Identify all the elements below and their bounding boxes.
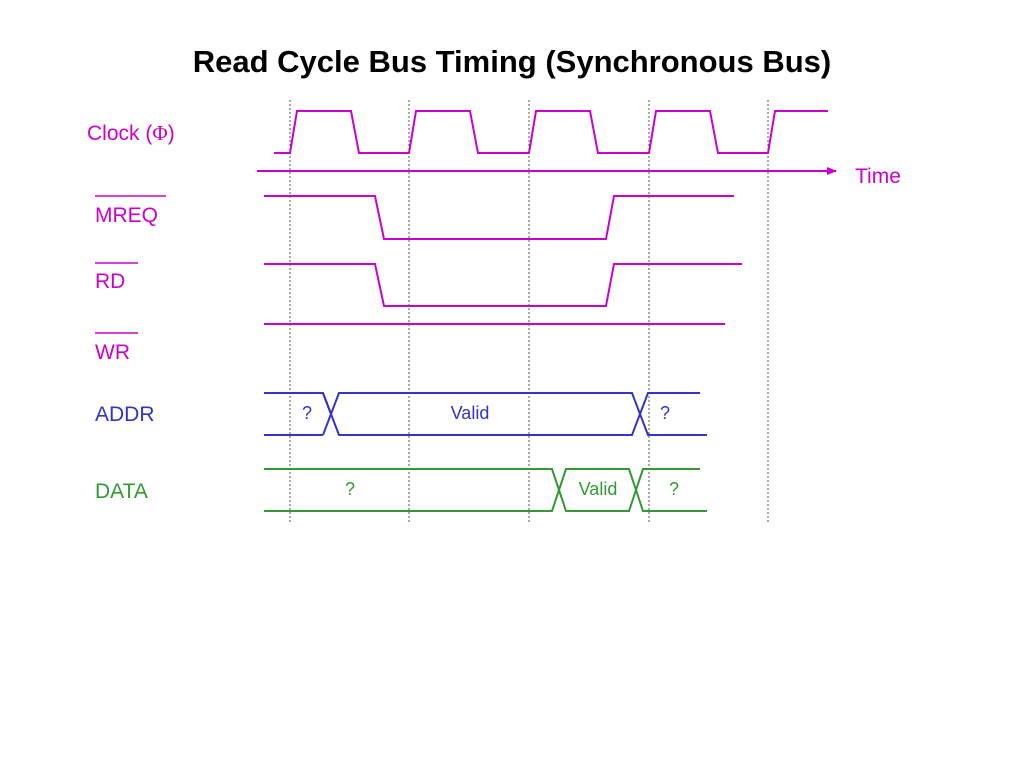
addr-label: ADDR xyxy=(95,403,155,426)
clock-cycle-gridlines xyxy=(289,100,769,522)
mreq-label: MREQ xyxy=(95,204,158,227)
page-title: Read Cycle Bus Timing (Synchronous Bus) xyxy=(192,44,832,79)
phi-symbol: Φ xyxy=(152,121,167,145)
addr-segment-valid: Valid xyxy=(451,403,490,423)
mreq-waveform xyxy=(264,195,734,240)
data-segment-unknown-2: ? xyxy=(669,479,679,499)
addr-top-line xyxy=(264,392,333,436)
addr-valid-end-bottom xyxy=(639,413,707,436)
clock-waveform xyxy=(274,110,828,154)
clock-label-close: ) xyxy=(168,122,175,145)
rd-label: RD xyxy=(95,270,125,293)
data-label: DATA xyxy=(95,480,148,503)
addr-valid-start xyxy=(322,392,642,436)
data-bus-waveform xyxy=(264,468,707,512)
wr-label: WR xyxy=(95,341,130,364)
addr-segment-unknown-2: ? xyxy=(660,403,670,423)
data-segment-valid: Valid xyxy=(579,479,618,499)
clock-label: Clock (Φ) xyxy=(87,121,175,145)
clock-label-text: Clock ( xyxy=(87,122,152,145)
rd-waveform xyxy=(264,263,742,307)
data-unknown-1 xyxy=(264,468,561,512)
time-label: Time xyxy=(855,165,901,188)
addr-bus-waveform xyxy=(264,392,707,436)
addr-segment-unknown-1: ? xyxy=(302,403,312,423)
data-unknown-2-top xyxy=(635,468,700,491)
data-segment-unknown-1: ? xyxy=(345,479,355,499)
data-unknown-2-bottom xyxy=(635,489,707,512)
addr-valid-end-top xyxy=(639,392,700,415)
